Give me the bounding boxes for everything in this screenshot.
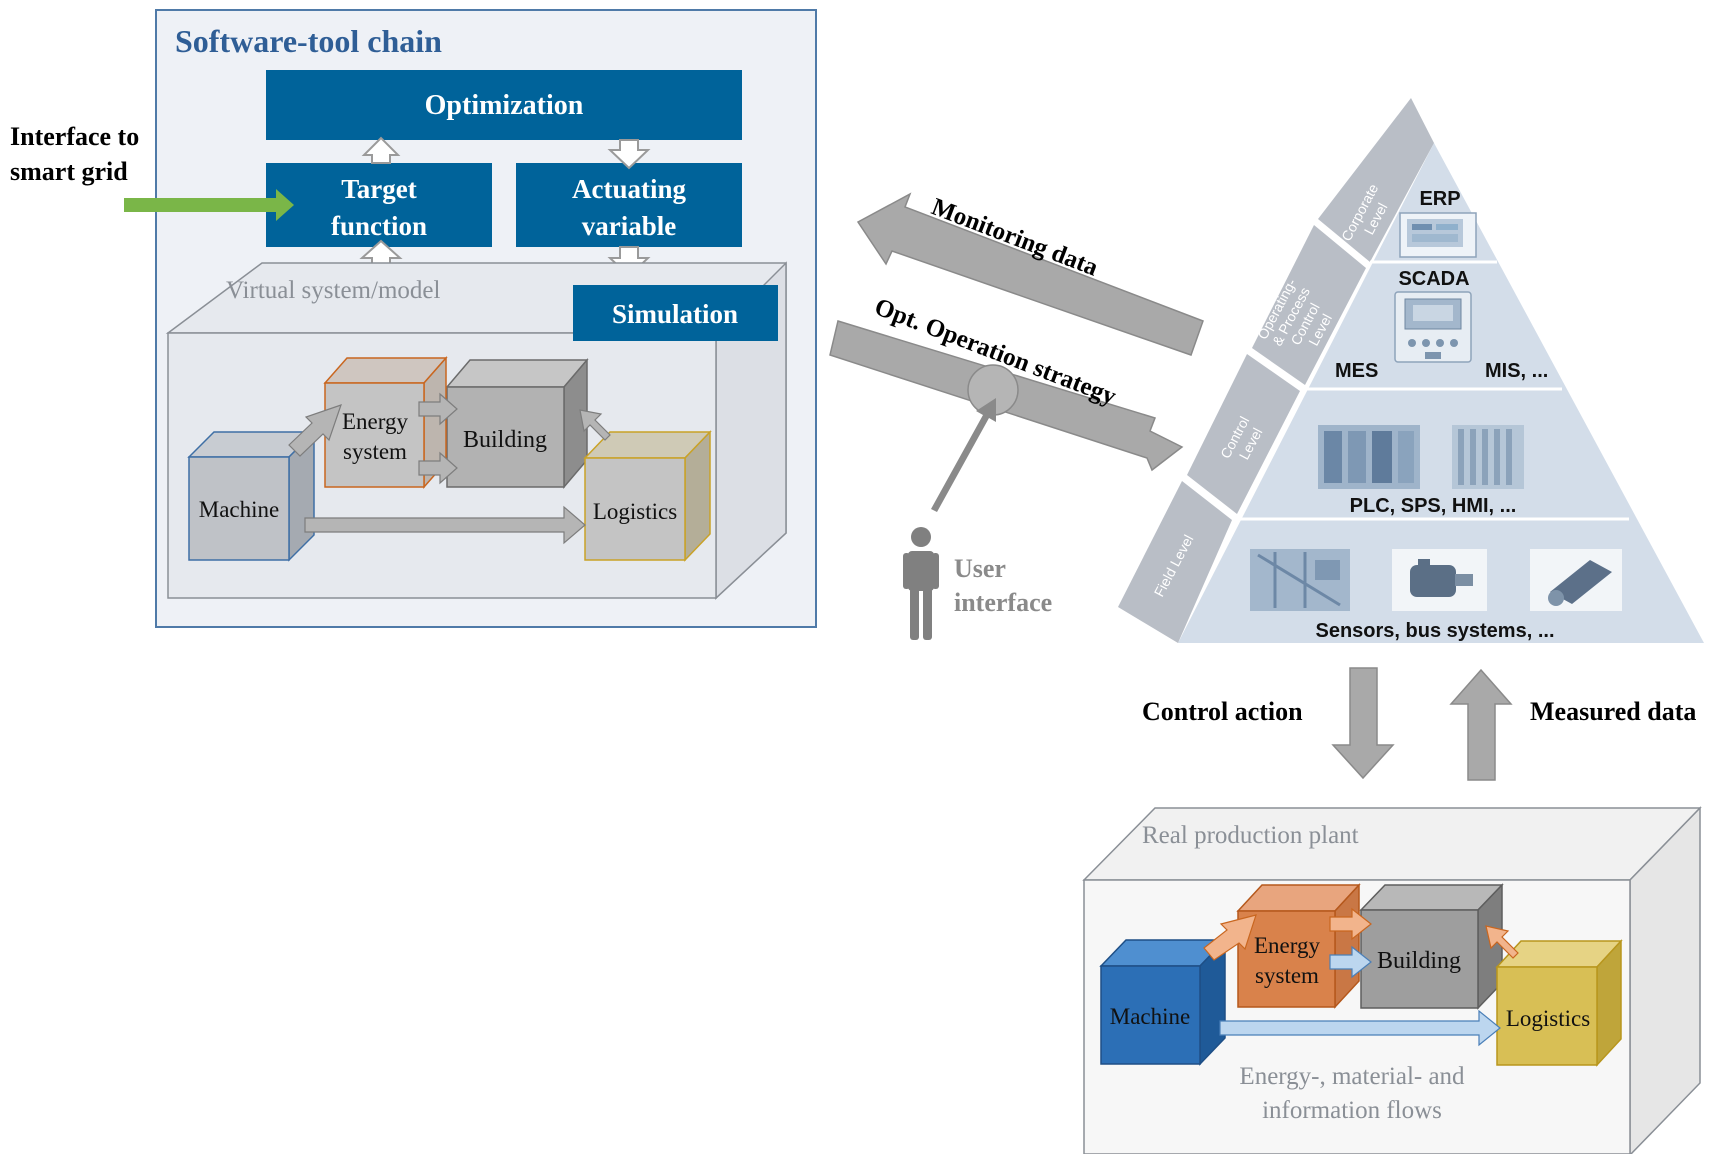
flows-caption-line2: information flows — [1262, 1097, 1442, 1124]
real-energy-line1: Energy — [1254, 933, 1321, 958]
measured-data-label: Measured data — [1530, 697, 1696, 726]
real-arrow-machine-to-energy — [1203, 914, 1257, 961]
band-field — [1118, 481, 1232, 643]
virtual-cube-building: Building — [445, 357, 589, 490]
target-function-box: Target function — [266, 163, 492, 247]
user-interface: User interface — [903, 364, 1052, 640]
virtual-energy-line1: Energy — [342, 409, 409, 434]
control-action-label: Control action — [1142, 697, 1303, 726]
actuating-variable-line2: variable — [582, 211, 677, 241]
erp-label: ERP — [1419, 188, 1460, 210]
virtual-cube-logistics: Logistics — [583, 430, 712, 562]
measured-data-arrow: Measured data — [1449, 668, 1696, 781]
real-arrow-energy-to-building-orange — [1329, 907, 1372, 941]
plc-rack-icon — [1452, 425, 1524, 489]
target-function-line1: Target — [341, 174, 417, 204]
target-function-line2: function — [331, 211, 427, 241]
control-action-arrow: Control action — [1142, 667, 1395, 780]
real-arrow-logistics-to-building — [1485, 925, 1519, 959]
real-production-plant: Real production plant Building Energy sy… — [1082, 806, 1702, 1154]
real-cube-logistics: Logistics — [1495, 939, 1623, 1067]
mis-label: MIS, ... — [1485, 360, 1548, 382]
user-interface-line2: interface — [954, 588, 1052, 617]
virtual-arrow-energy-to-building-top — [418, 392, 458, 426]
band-control — [1187, 354, 1300, 514]
simulation-box: Simulation — [573, 285, 778, 341]
flows-caption-line1: Energy-, material- and — [1239, 1063, 1465, 1090]
band-operating — [1252, 225, 1366, 385]
virtual-logistics-label: Logistics — [593, 499, 677, 524]
real-cube-energy-system: Energy system — [1236, 883, 1361, 1009]
virtual-cube-energy-system: Energy system — [323, 356, 448, 489]
virtual-arrow-machine-to-energy — [288, 404, 342, 457]
real-building-label: Building — [1377, 948, 1461, 974]
virtual-model-label: Virtual system/model — [226, 277, 440, 304]
real-cube-machine: Machine — [1099, 938, 1227, 1066]
scada-panel-icon — [1394, 291, 1472, 363]
sensor-plant-icon — [1250, 549, 1350, 611]
plc-label: PLC, SPS, HMI, ... — [1350, 495, 1517, 517]
virtual-machine-label: Machine — [199, 497, 279, 522]
plc-cabinet-icon — [1318, 425, 1420, 489]
down-arrow-optimization-to-actuating — [607, 139, 651, 170]
optimization-label: Optimization — [425, 90, 584, 121]
actuating-variable-line1: Actuating — [572, 174, 686, 204]
interface-line2: smart grid — [10, 157, 128, 186]
virtual-arrow-energy-to-building-bottom — [418, 451, 458, 485]
erp-computer-icon — [1399, 212, 1477, 258]
motor-icon — [1392, 549, 1487, 611]
interface-line1: Interface to — [10, 122, 139, 151]
real-machine-label: Machine — [1110, 1004, 1190, 1029]
user-to-node-arrow — [931, 398, 996, 512]
user-interface-line1: User — [954, 554, 1006, 583]
real-logistics-label: Logistics — [1506, 1006, 1590, 1031]
real-arrow-energy-to-building-blue — [1329, 945, 1372, 979]
virtual-arrow-logistics-to-building — [579, 409, 611, 441]
real-cube-building: Building — [1359, 883, 1504, 1010]
person-icon — [903, 527, 939, 640]
sensors-label: Sensors, bus systems, ... — [1316, 620, 1555, 642]
virtual-building-label: Building — [463, 427, 547, 453]
smart-grid-interface: Interface to smart grid — [10, 122, 294, 221]
real-plant-label: Real production plant — [1142, 822, 1359, 849]
optimization-box: Optimization — [266, 70, 742, 140]
automation-pyramid: Corporate Level Operating- & Process Con… — [1118, 98, 1704, 643]
software-tool-chain-panel: Software-tool chain Optimization Target … — [155, 9, 817, 628]
up-arrow-target-to-optimization — [361, 136, 401, 164]
scada-label: SCADA — [1398, 268, 1469, 290]
mes-label: MES — [1335, 360, 1378, 382]
bus-module-icon — [1530, 549, 1622, 611]
real-arrow-machine-to-logistics — [1219, 1009, 1501, 1047]
virtual-energy-line2: system — [343, 439, 407, 464]
virtual-arrow-machine-to-logistics — [304, 505, 586, 545]
real-energy-line2: system — [1255, 963, 1319, 988]
simulation-label: Simulation — [612, 299, 738, 329]
green-arrow — [124, 189, 294, 221]
actuating-variable-box: Actuating variable — [516, 163, 742, 247]
toolchain-title: Software-tool chain — [175, 23, 442, 59]
band-corporate — [1318, 98, 1434, 262]
